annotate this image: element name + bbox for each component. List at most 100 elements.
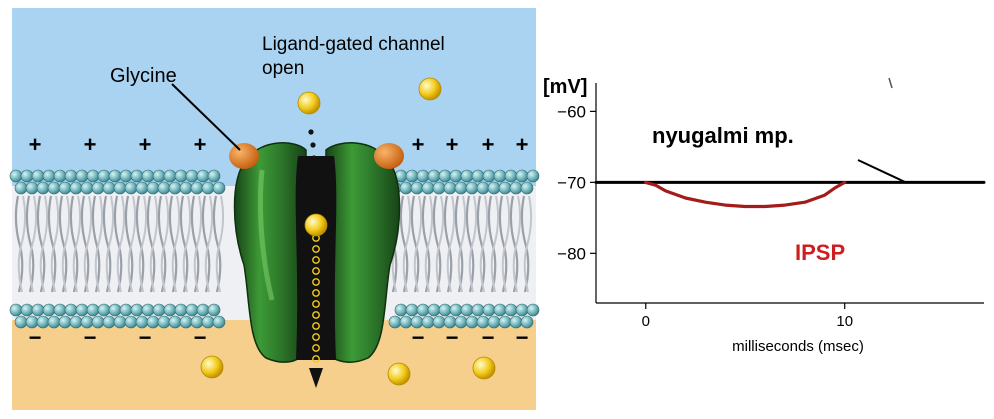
phospholipid-head: [428, 170, 440, 182]
phospholipid-head: [164, 304, 176, 316]
phospholipid-head: [494, 304, 506, 316]
phospholipid-head: [169, 182, 181, 194]
phospholipid-head: [59, 316, 71, 328]
phospholipid-head: [477, 182, 489, 194]
phospholipid-head: [48, 182, 60, 194]
chloride-ion: [419, 78, 441, 100]
phospholipid-head: [98, 304, 110, 316]
phospholipid-head: [411, 182, 423, 194]
phospholipid-head: [125, 316, 137, 328]
phospholipid-head: [136, 182, 148, 194]
positive-charge-icon: +: [84, 132, 97, 157]
negative-charge-icon: −: [84, 325, 97, 350]
phospholipid-head: [461, 304, 473, 316]
phospholipid-head: [472, 170, 484, 182]
chloride-ion: [473, 357, 495, 379]
phospholipid-head: [439, 304, 451, 316]
phospholipid-head: [43, 170, 55, 182]
phospholipid-head: [81, 182, 93, 194]
path-dot: [311, 155, 316, 160]
phospholipid-head: [98, 170, 110, 182]
phospholipid-head: [142, 304, 154, 316]
chloride-ion: [305, 214, 327, 236]
phospholipid-head: [125, 182, 137, 194]
phospholipid-head: [400, 182, 412, 194]
phospholipid-head: [109, 170, 121, 182]
phospholipid-head: [114, 316, 126, 328]
phospholipid-head: [466, 182, 478, 194]
phospholipid-head: [175, 304, 187, 316]
path-dot: [313, 207, 318, 212]
phospholipid-head: [455, 182, 467, 194]
phospholipid-head: [158, 182, 170, 194]
phospholipid-head: [153, 304, 165, 316]
phospholipid-head: [21, 304, 33, 316]
phospholipid-head: [109, 304, 121, 316]
phospholipid-head: [32, 170, 44, 182]
phospholipid-head: [169, 316, 181, 328]
positive-charge-icon: +: [29, 132, 42, 157]
phospholipid-head: [37, 182, 49, 194]
chloride-ion: [388, 363, 410, 385]
phospholipid-head: [439, 170, 451, 182]
phospholipid-head: [180, 316, 192, 328]
phospholipid-head: [202, 182, 214, 194]
phospholipid-head: [499, 182, 511, 194]
phospholipid-head: [428, 304, 440, 316]
phospholipid-head: [406, 170, 418, 182]
negative-charge-icon: −: [482, 325, 495, 350]
phospholipid-head: [43, 304, 55, 316]
phospholipid-head: [153, 170, 165, 182]
annotation-pointer: [858, 160, 905, 182]
phospholipid-head: [147, 182, 159, 194]
phospholipid-head: [158, 316, 170, 328]
resting-potential-label: nyugalmi mp.: [652, 123, 794, 148]
phospholipid-head: [488, 182, 500, 194]
channel-label-line1: Ligand-gated channel: [262, 34, 445, 55]
x-axis-label: milliseconds (msec): [732, 338, 864, 355]
path-dot: [308, 129, 313, 134]
phospholipid-head: [483, 170, 495, 182]
x-tick-label: 10: [836, 313, 853, 330]
phospholipid-head: [208, 304, 220, 316]
phospholipid-head: [521, 182, 533, 194]
phospholipid-head: [48, 316, 60, 328]
phospholipid-head: [76, 170, 88, 182]
path-dot: [310, 142, 315, 147]
phospholipid-head: [433, 182, 445, 194]
positive-charge-icon: +: [516, 132, 529, 157]
phospholipid-head: [180, 182, 192, 194]
phospholipid-head: [444, 182, 456, 194]
ipsp-curve: [646, 182, 845, 206]
phospholipid-head: [527, 304, 539, 316]
phospholipid-head: [483, 304, 495, 316]
phospholipid-head: [505, 304, 517, 316]
phospholipid-head: [494, 170, 506, 182]
phospholipid-head: [32, 304, 44, 316]
path-dot: [312, 181, 317, 186]
phospholipid-head: [417, 170, 429, 182]
phospholipid-head: [208, 170, 220, 182]
path-dot: [311, 168, 316, 173]
phospholipid-head: [87, 304, 99, 316]
glycine-binding-site-left: [229, 143, 259, 169]
phospholipid-head: [21, 170, 33, 182]
glycine-binding-site-right: [374, 143, 404, 169]
phospholipid-head: [59, 182, 71, 194]
phospholipid-head: [10, 304, 22, 316]
phospholipid-head: [175, 170, 187, 182]
phospholipid-head: [450, 170, 462, 182]
chloride-ion: [201, 356, 223, 378]
phospholipid-head: [400, 316, 412, 328]
ipsp-chart: [mV] milliseconds (msec) nyugalmi mp. IP…: [543, 76, 984, 355]
phospholipid-head: [186, 304, 198, 316]
positive-charge-icon: +: [139, 132, 152, 157]
membrane-panel: ++++++++−−−−−−−− Glycine Ligand-gated ch…: [10, 8, 539, 410]
phospholipid-head: [76, 304, 88, 316]
phospholipid-head: [472, 304, 484, 316]
phospholipid-head: [65, 304, 77, 316]
phospholipid-head: [114, 182, 126, 194]
phospholipid-head: [10, 170, 22, 182]
